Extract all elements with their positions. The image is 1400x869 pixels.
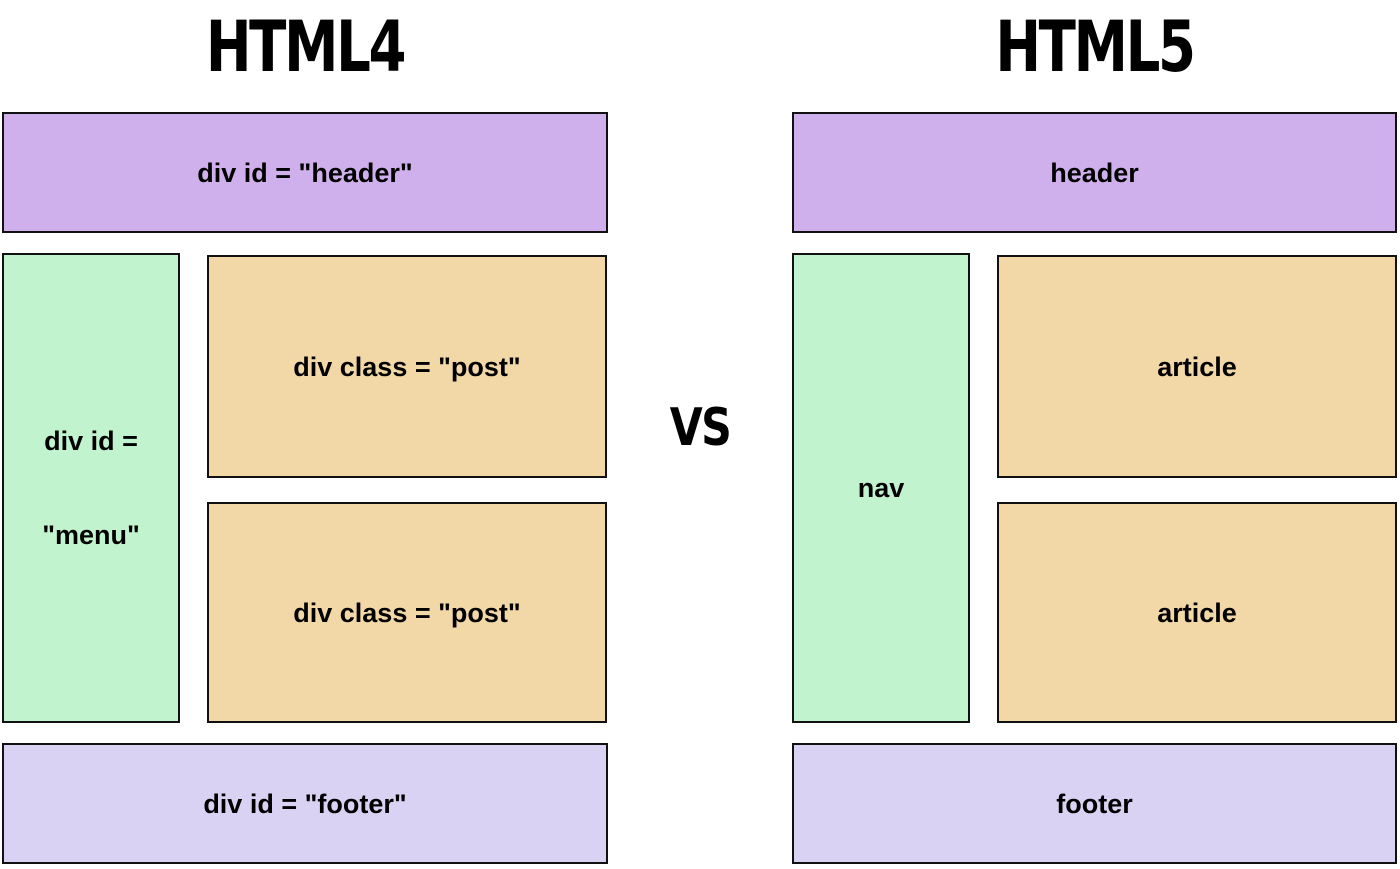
html5-footer-label: footer: [1056, 788, 1133, 819]
vs-label: VS: [669, 398, 732, 458]
html5-article-label-1: article: [1157, 351, 1237, 382]
html4-menu-box: div id = "menu": [2, 253, 180, 723]
html5-header-label: header: [1050, 157, 1139, 188]
html4-menu-label-line-1: div id =: [44, 426, 138, 456]
html4-post-label-2: div class = "post": [293, 597, 521, 628]
html4-header-label: div id = "header": [197, 157, 413, 188]
html5-nav-label: nav: [857, 473, 905, 503]
html5-title: HTML5: [995, 6, 1196, 88]
html5-footer-box: footer: [792, 743, 1397, 864]
html4-menu-label-line-2: "menu": [42, 520, 140, 550]
html5-nav-box: nav: [792, 253, 970, 723]
html4-post-box-2: div class = "post": [207, 502, 607, 723]
html4-footer-box: div id = "footer": [2, 743, 608, 864]
html5-article-label-2: article: [1157, 597, 1237, 628]
html4-header-box: div id = "header": [2, 112, 608, 233]
html4-footer-label: div id = "footer": [203, 788, 407, 819]
html4-post-label-1: div class = "post": [293, 351, 521, 382]
html4-post-box-1: div class = "post": [207, 255, 607, 478]
html5-article-box-1: article: [997, 255, 1397, 478]
html4-title: HTML4: [205, 6, 407, 88]
html5-header-box: header: [792, 112, 1397, 233]
html5-article-box-2: article: [997, 502, 1397, 723]
